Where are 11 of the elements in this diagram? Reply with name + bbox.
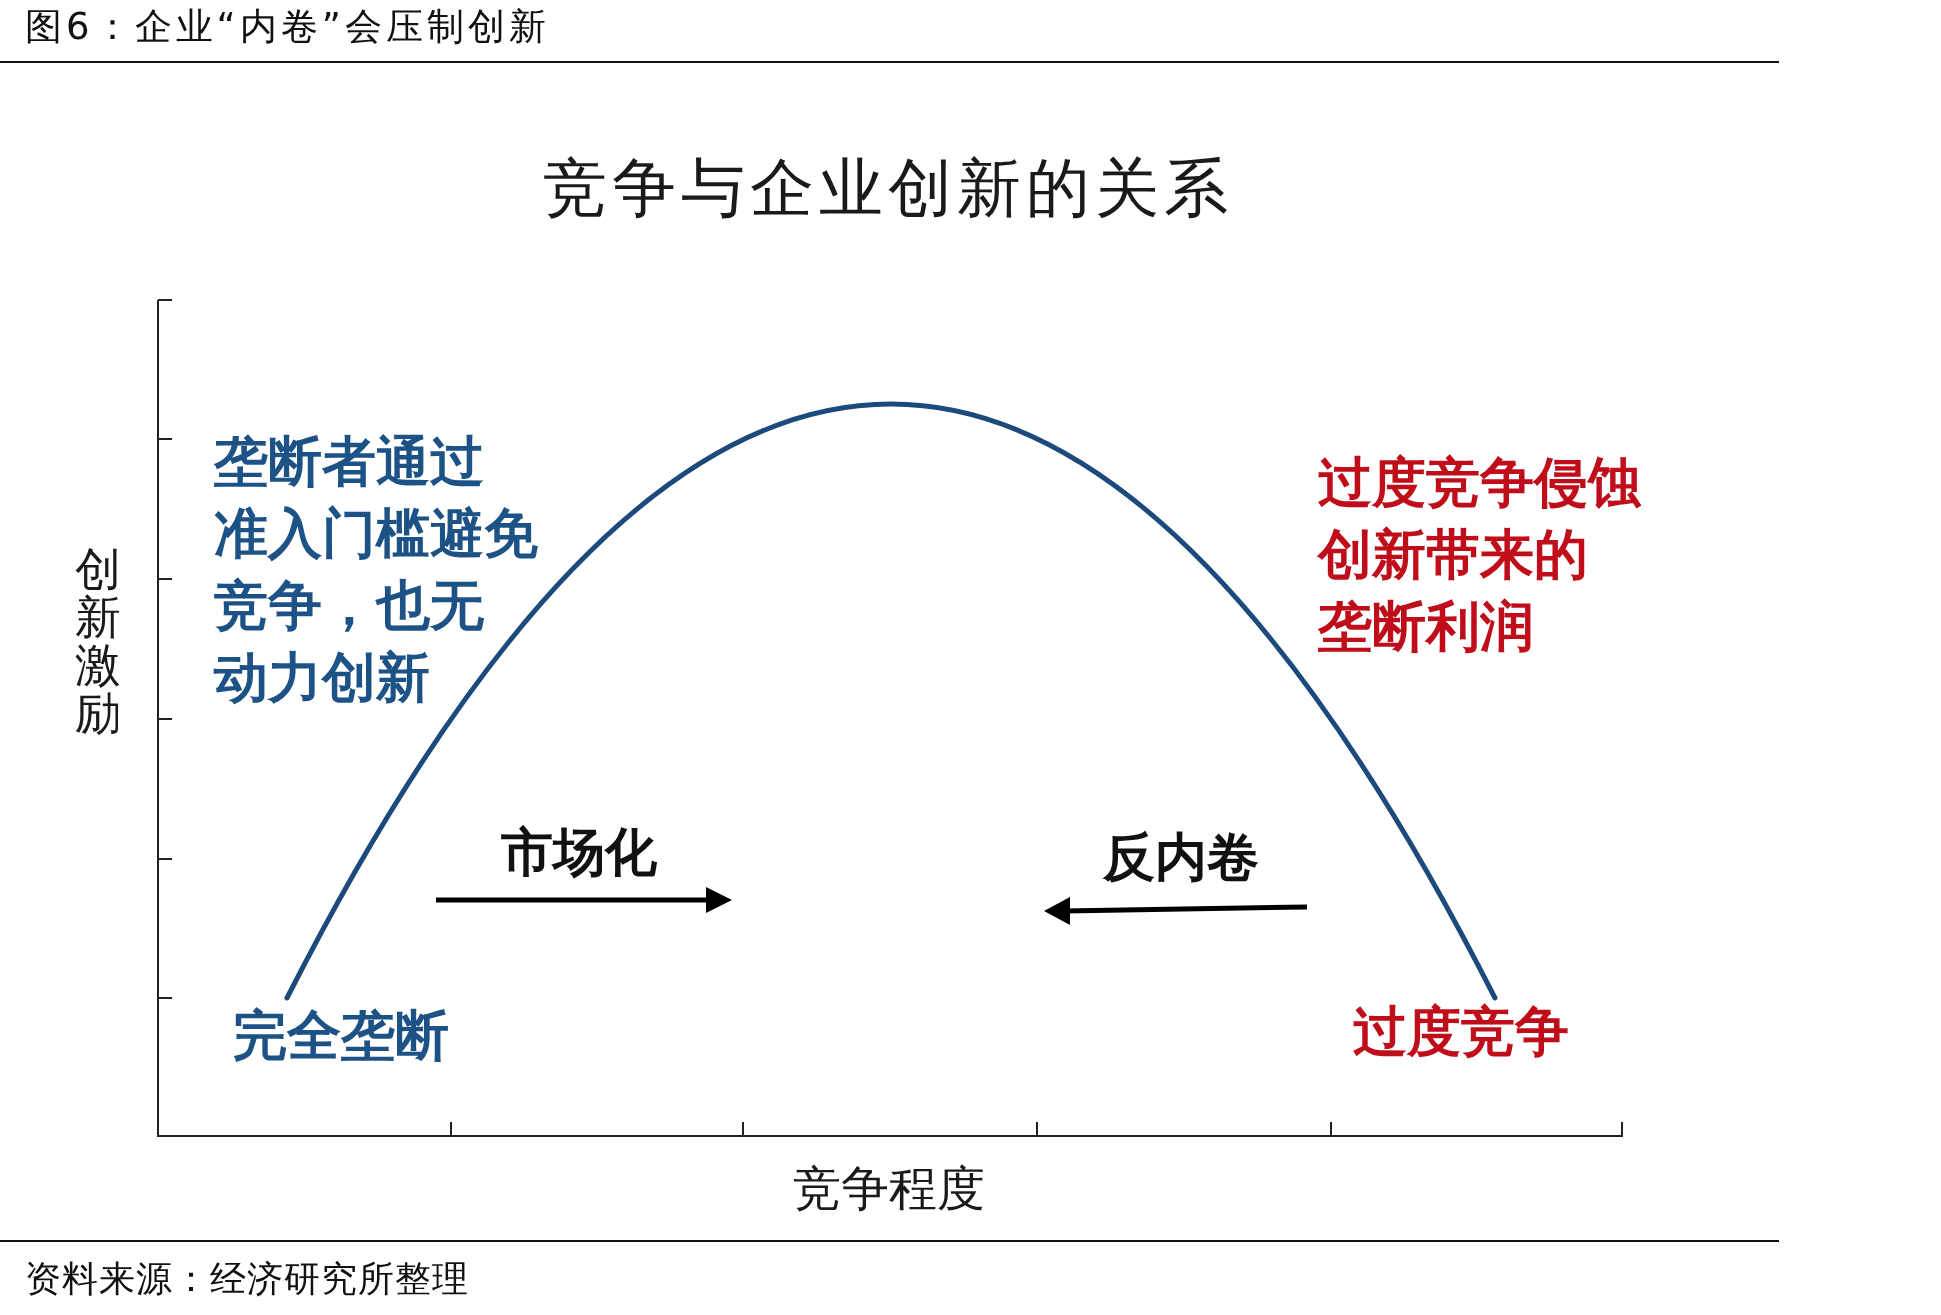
axis-title: 创新激励 [74, 545, 122, 737]
annotation-text: 过度竞争侵蚀创新带来的垄断利润 [1318, 450, 1643, 660]
arrow-label: 反内卷 [1103, 826, 1259, 888]
arrow-label: 市场化 [501, 821, 657, 883]
figure-title: 图6：企业“内卷”会压制创新 [25, 5, 550, 49]
curve-end-label: 过度竞争 [1353, 998, 1569, 1064]
chart-title: 竞争与企业创新的关系 [543, 149, 1233, 227]
axis-title: 竞争程度 [793, 1159, 985, 1217]
curve-end-label: 完全垄断 [233, 1002, 449, 1068]
annotation-text: 垄断者通过准入门槛避免竞争，也无动力创新 [214, 429, 539, 711]
source-note: 资料来源：经济研究所整理 [25, 1256, 469, 1300]
